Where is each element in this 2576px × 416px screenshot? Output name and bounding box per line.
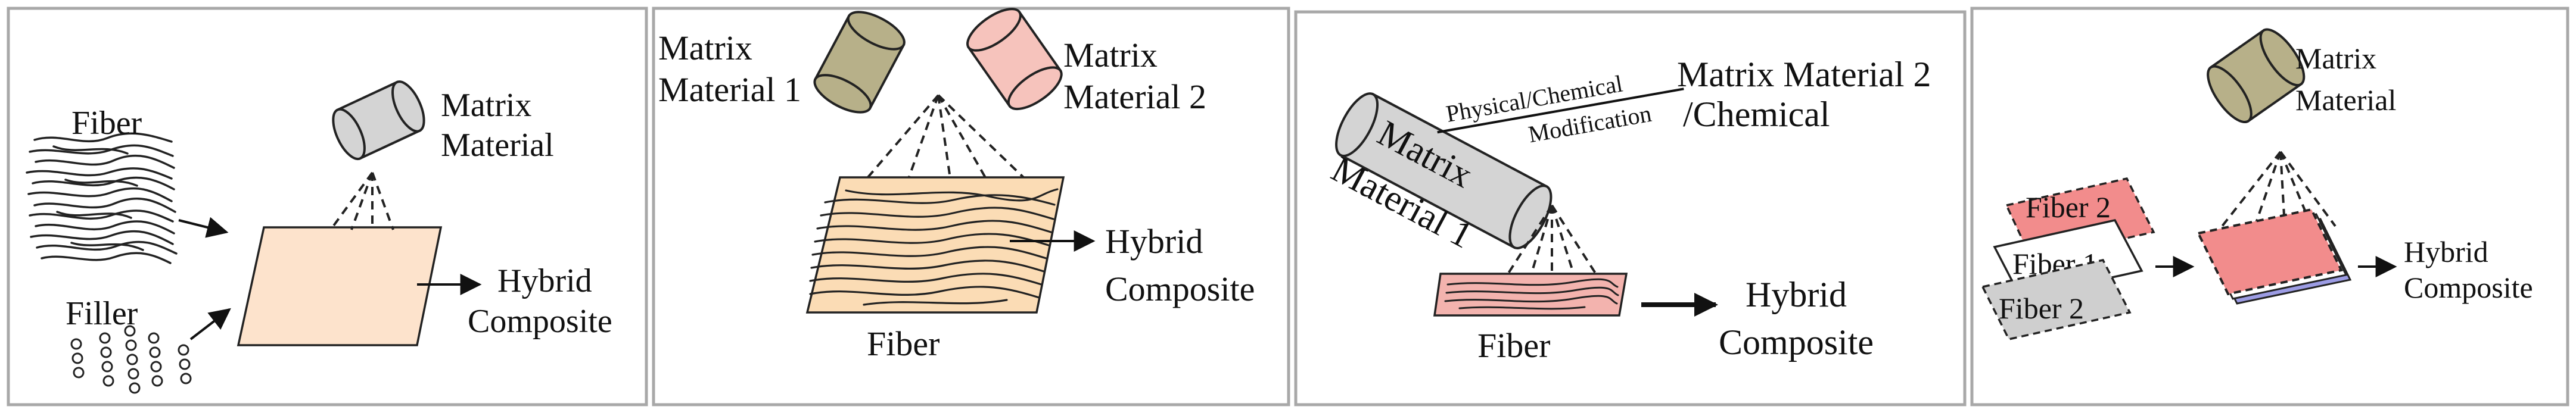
- spray-lines-3: [1506, 204, 1598, 276]
- matrix2-chem-line1: Matrix Material 2: [1677, 55, 1931, 94]
- filler-label: Filler: [66, 295, 138, 332]
- matrix2-label-line1: Matrix: [1063, 36, 1158, 74]
- matrix2-chem-line2: /Chemical: [1683, 95, 1830, 134]
- spray-lines-2: [866, 94, 1026, 180]
- fiber-label-2: Fiber: [867, 324, 939, 363]
- matrix-can-2: [966, 8, 1063, 111]
- fiber-strands-3: [1444, 278, 1619, 310]
- fiber-arrow: [178, 217, 229, 238]
- result-label-4-line1: Hybrid: [2404, 235, 2488, 268]
- panel-3: Matrix Material 1 Physical/Chemical Modi…: [1294, 10, 1967, 406]
- panel-1-border: [7, 7, 648, 406]
- matrix-can-1: [813, 11, 906, 114]
- panel-3-border: [1294, 10, 1967, 406]
- matrix-can-4: [2207, 28, 2306, 124]
- fiber-sheet-3: [1433, 273, 1628, 317]
- panel-2: Matrix Material 1 Matrix Material 2 Fibe…: [652, 7, 1290, 406]
- result-label-3-line2: Composite: [1719, 323, 1874, 362]
- fiber-bundle: [26, 132, 178, 264]
- spray-lines-4: [2221, 151, 2337, 227]
- fiber2-top-label: Fiber 2: [2026, 190, 2111, 224]
- matrix1-label-line1: Matrix: [658, 29, 752, 67]
- matrix-label-4-line2: Material: [2295, 83, 2396, 117]
- matrix-can: [332, 80, 425, 161]
- matrix-label-line2: Material: [441, 127, 554, 164]
- panel-4: Matrix Material Fiber 2 Fiber 1 Fiber 2: [1970, 7, 2569, 406]
- matrix-label-line1: Matrix: [441, 87, 531, 124]
- fiber-label-3: Fiber: [1477, 326, 1550, 365]
- modification-rule: [1437, 87, 1684, 134]
- result-label-4-line2: Composite: [2404, 271, 2533, 304]
- panel-4-border: [1970, 7, 2569, 406]
- fiber2-bottom-label: Fiber 2: [1999, 292, 2084, 325]
- result-label-2-line1: Hybrid: [1105, 222, 1203, 261]
- result-label-line2: Composite: [468, 303, 612, 340]
- result-label-3-line1: Hybrid: [1746, 275, 1847, 314]
- composite-sheet: [237, 226, 443, 346]
- filler-arrow: [189, 308, 231, 340]
- filler-particles: [70, 325, 192, 394]
- result-label-2-line2: Composite: [1105, 270, 1255, 308]
- matrix-label-4-line1: Matrix: [2295, 42, 2376, 75]
- matrix2-label-line2: Material 2: [1063, 77, 1206, 116]
- fiber-label: Fiber: [71, 105, 142, 142]
- fiber2-bottom-layer: Fiber 2: [1981, 258, 2132, 341]
- panel-2-border: [652, 7, 1290, 406]
- fiber-strands-2: [809, 188, 1059, 306]
- panel-1: Fiber Filler Matrix Material: [7, 7, 648, 406]
- matrix1-label-line2: Material 1: [658, 70, 801, 109]
- result-label-line1: Hybrid: [497, 262, 592, 299]
- laminate-stack: [2197, 208, 2352, 305]
- spray-lines: [329, 171, 394, 231]
